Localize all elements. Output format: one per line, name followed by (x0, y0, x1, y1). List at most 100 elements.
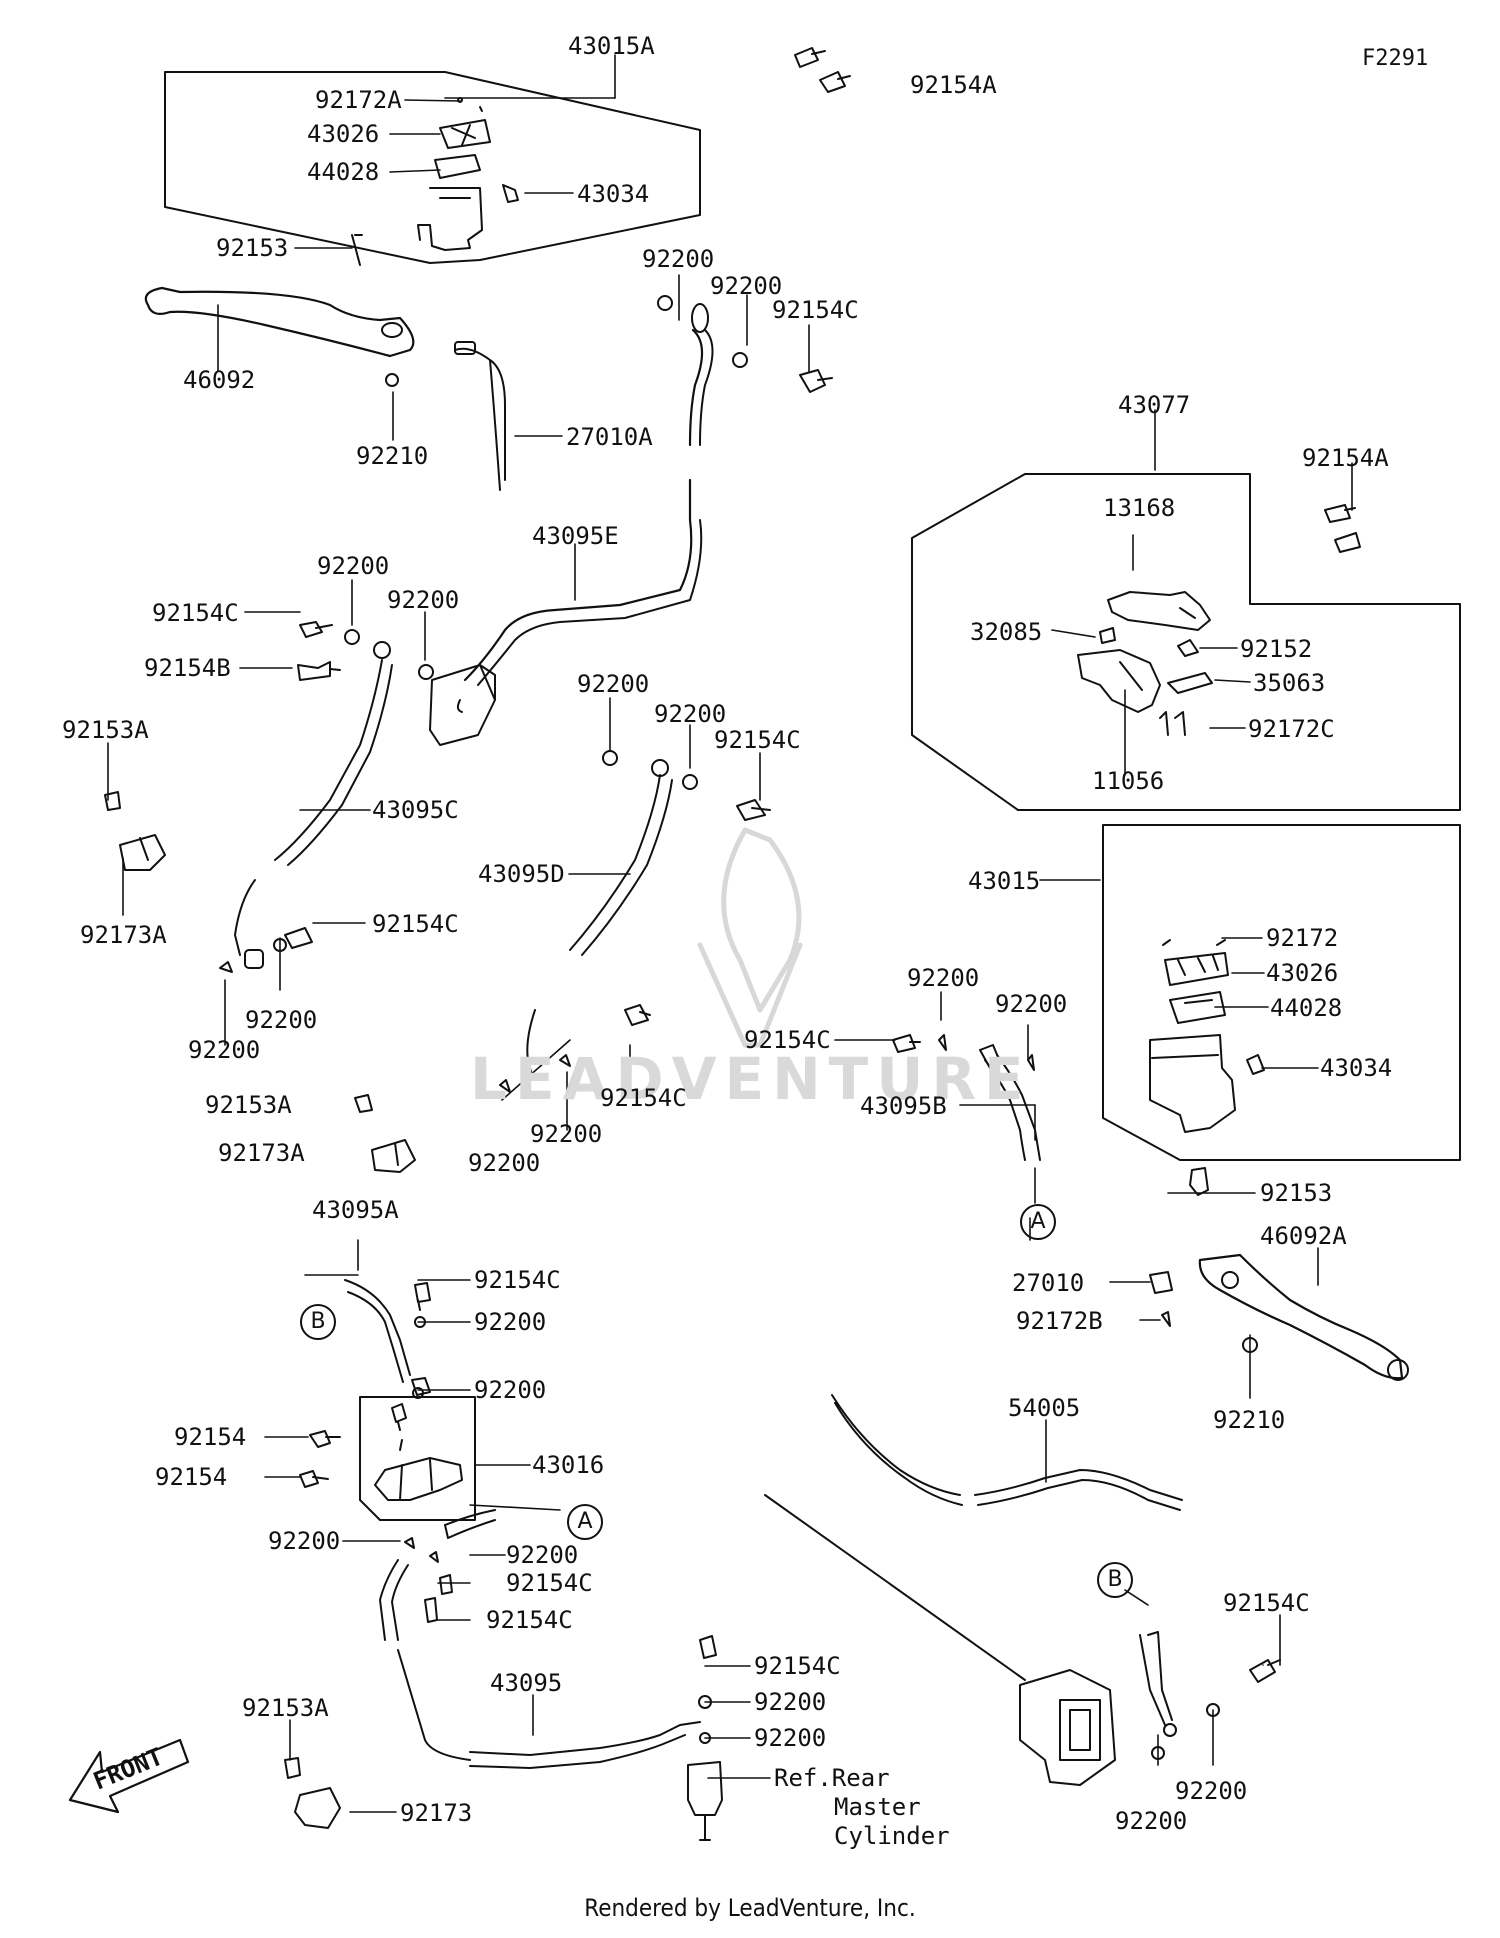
hose-43095 (397, 1649, 701, 1769)
label-92200-k: 92200 (907, 964, 980, 992)
label-43095: 43095 (490, 1669, 563, 1697)
label-44028-top: 44028 (307, 158, 380, 186)
label-92154C-d: 92154C (372, 910, 459, 938)
label-92153-top: 92153 (216, 234, 289, 262)
label-43095E: 43095E (532, 522, 619, 550)
label-43095A: 43095A (312, 1196, 399, 1224)
label-92154C-h: 92154C (506, 1569, 593, 1597)
label-92154-b: 92154 (155, 1463, 228, 1491)
label-44028-right: 44028 (1270, 994, 1343, 1022)
label-92200-r: 92200 (754, 1724, 827, 1752)
label-13168: 13168 (1103, 494, 1176, 522)
label-43026-top: 43026 (307, 120, 380, 148)
label-92154C-c: 92154C (714, 726, 801, 754)
label-43015A: 43015A (568, 32, 655, 60)
label-92152: 92152 (1240, 635, 1313, 663)
label-92200-o: 92200 (268, 1527, 341, 1555)
label-92154C-f: 92154C (744, 1026, 831, 1054)
hose-43095E (463, 328, 704, 682)
label-46092A: 46092A (1260, 1222, 1347, 1250)
label-92153A-c: 92153A (242, 1694, 329, 1722)
connector-letter-A-right: A (1030, 1209, 1046, 1234)
connector-A-bottom (567, 1504, 603, 1540)
reservoir-top (417, 187, 483, 251)
clamp-92173 (294, 1787, 341, 1829)
group-outline-43016 (359, 1396, 476, 1521)
connector-letter-A-bottom: A (577, 1509, 593, 1534)
label-92200-g: 92200 (245, 1006, 318, 1034)
footer-credit: Rendered by LeadVenture, Inc. (584, 1894, 916, 1922)
label-27010: 27010 (1012, 1269, 1085, 1297)
label-54005: 54005 (1008, 1394, 1081, 1422)
label-92154C-a: 92154C (772, 296, 859, 324)
brake-lever-left (144, 286, 415, 358)
label-92154C-j: 92154C (754, 1652, 841, 1680)
label-92200-s: 92200 (1175, 1777, 1248, 1805)
label-92200-n: 92200 (474, 1376, 547, 1404)
label-43077: 43077 (1118, 391, 1191, 419)
label-35063: 35063 (1253, 669, 1326, 697)
ref-note-line3: Cylinder (834, 1822, 950, 1850)
group-outline-43015 (1102, 824, 1461, 1161)
label-92153A-a: 92153A (62, 716, 149, 744)
label-43015: 43015 (968, 867, 1041, 895)
connector-letter-B-bottom: B (1107, 1567, 1123, 1592)
label-92153A-b: 92153A (205, 1091, 292, 1119)
hose-43095-upper (379, 1559, 409, 1641)
hose-43095C (234, 659, 393, 956)
switch-housing-11056 (1077, 649, 1161, 713)
label-92173A-b: 92173A (218, 1139, 305, 1167)
label-46092: 46092 (183, 366, 256, 394)
watermark-logo (697, 827, 803, 1048)
ref-note-line2: Master (834, 1793, 921, 1821)
label-92200-b: 92200 (710, 272, 783, 300)
label-92172B: 92172B (1016, 1307, 1103, 1335)
figure-code: F2291 (1362, 46, 1429, 71)
label-27010A: 27010A (566, 423, 653, 451)
label-92173A-a: 92173A (80, 921, 167, 949)
label-92154C-i: 92154C (486, 1606, 573, 1634)
connector-B-bottom (1097, 1562, 1133, 1598)
reservoir-43015 (1149, 1034, 1236, 1133)
label-92200-t: 92200 (1115, 1807, 1188, 1835)
hose-43095A (344, 1279, 411, 1383)
brake-lever-right (1198, 1253, 1404, 1380)
caliper (1019, 1669, 1116, 1786)
label-92154C-k: 92154C (1223, 1589, 1310, 1617)
label-92154C-e: 92154C (600, 1084, 687, 1112)
label-92210-right: 92210 (1213, 1406, 1286, 1434)
label-43095C: 43095C (372, 796, 459, 824)
label-43095B: 43095B (860, 1092, 947, 1120)
label-92172C: 92172C (1248, 715, 1335, 743)
label-92200-m: 92200 (474, 1308, 547, 1336)
label-92200-h: 92200 (188, 1036, 261, 1064)
group-outline-43015A (164, 71, 701, 264)
cap-43026 (1164, 952, 1229, 986)
label-43016: 43016 (532, 1451, 605, 1479)
watermark-text: LEADVENTURE (470, 1045, 1032, 1113)
switch-wire-27010A (454, 347, 506, 491)
label-43026-right: 43026 (1266, 959, 1339, 987)
label-92200-e: 92200 (577, 670, 650, 698)
label-92200-f: 92200 (654, 700, 727, 728)
hose-43095B (984, 1054, 1041, 1161)
diaphragm-44028 (1169, 991, 1226, 1024)
cable-54005 (831, 1394, 1183, 1511)
label-92173: 92173 (400, 1799, 473, 1827)
label-92200-c: 92200 (317, 552, 390, 580)
label-92200-q: 92200 (754, 1688, 827, 1716)
label-92200-i: 92200 (530, 1120, 603, 1148)
joint-43016 (374, 1457, 463, 1501)
label-92200-a: 92200 (642, 245, 715, 273)
label-43095D: 43095D (478, 860, 565, 888)
label-43034-top: 43034 (577, 180, 650, 208)
label-92200-p: 92200 (506, 1541, 579, 1569)
hose-43095D (526, 774, 673, 1076)
label-92200-j: 92200 (468, 1149, 541, 1177)
label-32085: 32085 (970, 618, 1043, 646)
label-92154-a: 92154 (174, 1423, 247, 1451)
switch-cover-13168 (1107, 591, 1211, 631)
label-92172: 92172 (1266, 924, 1339, 952)
hose-connector-A (444, 1509, 496, 1539)
